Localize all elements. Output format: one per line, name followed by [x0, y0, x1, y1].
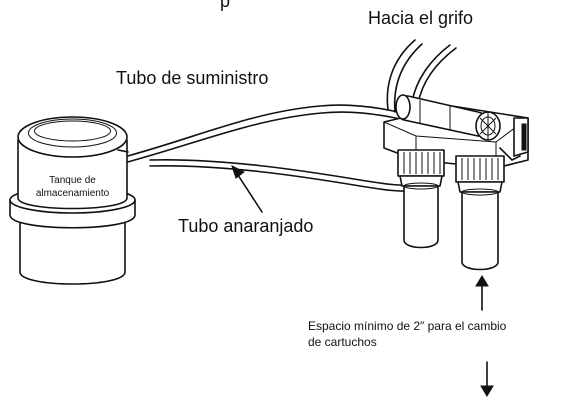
arrow-up-clearance: [475, 275, 489, 311]
arrow-to-orange-tube: [231, 165, 263, 213]
label-faucet: Hacia el grifo: [368, 8, 473, 28]
arrow-down-clearance: [480, 361, 494, 397]
label-clearance-line1: Espacio mínimo de 2″ para el cambio: [308, 319, 507, 333]
storage-tank: Tanque de almacenamiento: [9, 116, 136, 285]
label-clearance-line2: de cartuchos: [308, 335, 377, 349]
tank-label-line2: almacenamiento: [36, 188, 110, 199]
orange-tube: [149, 158, 415, 193]
cropped-top-text: p: [220, 0, 230, 11]
label-supply-tube: Tubo de suministro: [116, 68, 268, 88]
filter-unit: [383, 94, 529, 271]
tank-label-line1: Tanque de: [49, 175, 96, 186]
label-orange-tube: Tubo anaranjado: [178, 216, 313, 236]
supply-tube: [119, 104, 401, 165]
